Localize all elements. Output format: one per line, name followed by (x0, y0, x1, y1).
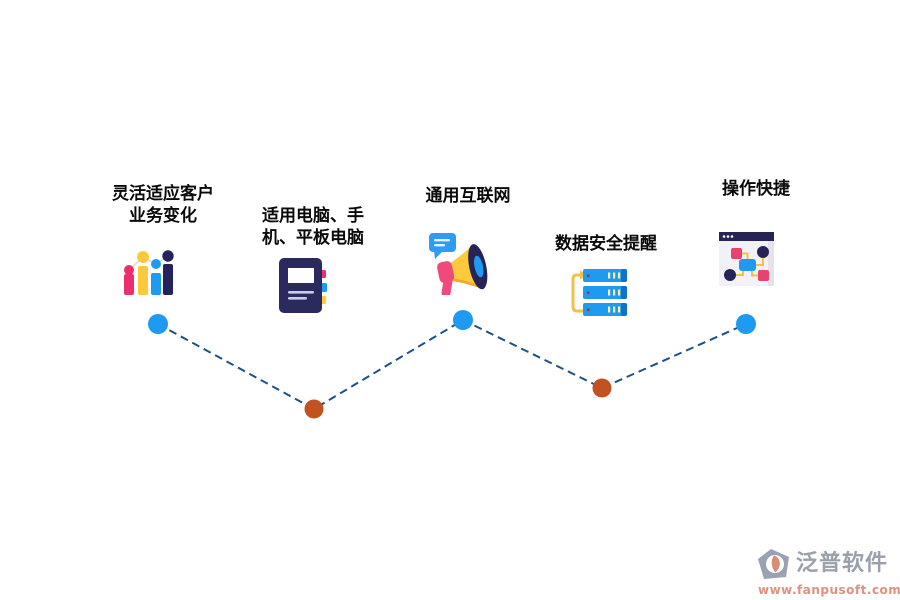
bar-chart-icon (120, 248, 176, 302)
timeline-dot-4 (592, 378, 612, 398)
timeline-dot-5 (736, 314, 756, 334)
timeline-dot-1 (148, 314, 168, 334)
megaphone-icon (427, 231, 495, 299)
feature-label: 数据安全提醒 (555, 234, 657, 254)
browser-flowchart-icon (718, 231, 776, 291)
feature-label: 操作快捷 (722, 179, 790, 199)
feature-label: 灵活适应客户业务变化 (112, 184, 214, 226)
timeline-dot-2 (304, 399, 324, 419)
feature-label: 通用互联网 (425, 186, 511, 206)
notebook-icon (279, 258, 327, 318)
brand-website: www.fanpusoft.com (758, 583, 900, 597)
fanpu-logo-icon (758, 549, 792, 585)
brand-name: 泛普软件 (796, 551, 889, 576)
feature-label: 适用电脑、手机、平板电脑 (262, 206, 364, 248)
server-stack-icon (567, 267, 629, 321)
timeline-dashed-path (157, 318, 747, 411)
timeline-dot-3 (453, 310, 473, 330)
footer-brand: 泛普软件 www.fanpusoft.com (758, 549, 900, 597)
